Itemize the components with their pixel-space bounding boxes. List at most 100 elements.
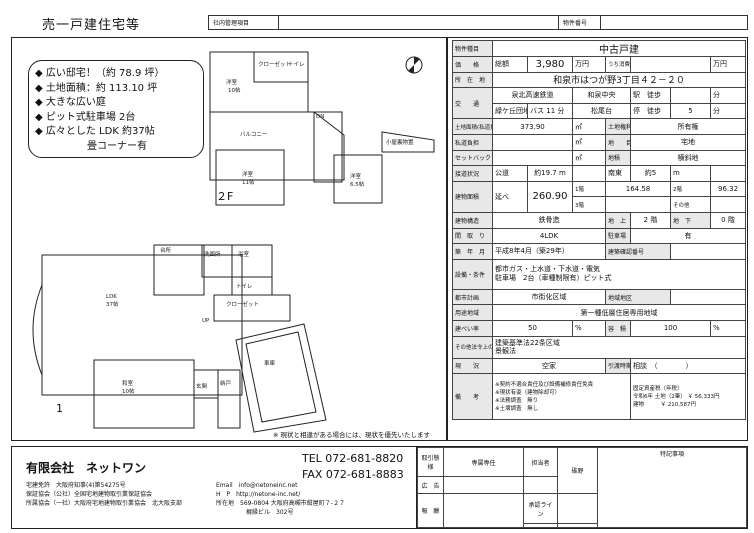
- svg-text:トイレ: トイレ: [236, 284, 253, 290]
- svg-text:11帖: 11帖: [242, 178, 255, 186]
- layout: 4LDK: [492, 227, 606, 245]
- room-bath: [231, 244, 273, 278]
- agent-label: 取引態様: [417, 446, 444, 478]
- floors-below-label: 地 下: [670, 211, 711, 229]
- city-plan-label: 都市計画: [452, 288, 493, 306]
- zoning: 第一種低層住居専用地域: [491, 304, 747, 321]
- transport2-unit: 分: [709, 102, 747, 120]
- tax-unit: 万円: [709, 56, 747, 73]
- legal: 建築基準法22条区域景観法: [491, 335, 747, 359]
- land-area-label: 土地面積(私道負担含): [452, 118, 493, 135]
- svg-text:クローゼット: クローゼット: [258, 60, 291, 68]
- built-label: 築 年 月: [452, 243, 493, 260]
- balcony: [209, 111, 345, 181]
- location-value: 和泉市はつが野3丁目４２－２０: [491, 71, 747, 89]
- property-type-label: 物件種目: [452, 40, 493, 57]
- far-label: 容 積 率: [605, 319, 631, 337]
- highlight-3: ◆ 大きな広い庭: [35, 97, 106, 108]
- floor2-label: ２F: [216, 190, 234, 203]
- svg-text:バルコニー: バルコニー: [240, 131, 267, 138]
- city-plan: 市街化区域: [492, 288, 606, 306]
- svg-text:小屋裏物置: 小屋裏物置: [386, 138, 414, 146]
- svg-text:10帖: 10帖: [122, 387, 135, 395]
- floor1-value: 164.58: [605, 180, 671, 198]
- highlights-bubble: ◆ 広い邸宅！（約 78.9 坪） ◆ 土地面積：約 113.10 坪 ◆ 大き…: [28, 60, 204, 158]
- land-area: 373.90: [492, 118, 573, 135]
- private-road-label: 私道負担: [452, 133, 493, 151]
- far-unit: %: [709, 319, 747, 337]
- transport2-bus: バス 11 分: [527, 102, 573, 120]
- coverage-unit: %: [572, 319, 606, 337]
- land-right-label: 土地権利: [605, 118, 631, 135]
- room-washroom: [201, 244, 233, 278]
- svg-text:和室: 和室: [122, 379, 134, 387]
- setback-unit: ㎡: [572, 149, 606, 167]
- structure: 鉄骨造: [492, 211, 606, 229]
- property-no-value: [601, 16, 747, 29]
- remarks-label: 備 考: [452, 373, 493, 421]
- road-dir: 南東: [605, 165, 631, 182]
- svg-text:台所: 台所: [160, 246, 172, 254]
- status: 空家: [492, 357, 606, 375]
- fax-number: FAX 072-681-8883: [302, 468, 404, 481]
- status-label: 現 況: [452, 357, 493, 375]
- remark-label: 特記事項: [597, 447, 747, 528]
- svg-text:10帖: 10帖: [228, 86, 241, 94]
- floor1-label: 1階: [572, 180, 606, 198]
- price-unit: 万円: [572, 56, 606, 73]
- room-washitsu: [93, 359, 195, 429]
- room-storage: [217, 369, 241, 429]
- price-value: 3,980: [527, 56, 573, 73]
- transport2-min: 5: [670, 102, 711, 120]
- highlight-4: ◆ ピット式駐車場 2台: [35, 111, 136, 123]
- footer-grid: 取引態様 専属専任 担当者 碓野 特記事項 広 告 報 酬 承認ライン: [416, 446, 747, 529]
- land-right: 所有権: [629, 118, 747, 135]
- svg-text:LDK: LDK: [106, 294, 117, 300]
- attic-storage: [381, 131, 435, 153]
- mgmt-value: [279, 16, 559, 29]
- land-measure: 横斜地: [629, 149, 747, 167]
- transport2-walk: 停 徒歩: [630, 102, 671, 120]
- property-no-label: 物件番号: [559, 16, 601, 29]
- highlight-2: ◆ 土地面積：約 113.10 坪: [35, 82, 158, 94]
- room-2f-western-3: [333, 154, 383, 204]
- price-prefix: 総額: [492, 56, 528, 73]
- staff-label: 担当者: [523, 446, 558, 478]
- floor-total-label: 延べ: [492, 180, 528, 213]
- transport2-stop: 松尾台: [572, 102, 631, 120]
- layout-label: 間 取 り: [452, 227, 493, 245]
- handover-label: 引渡時期: [605, 357, 631, 375]
- svg-text:6.5帖: 6.5帖: [350, 180, 365, 188]
- north-arrow-icon: [405, 56, 423, 74]
- structure-label: 建物構造: [452, 211, 493, 229]
- floor-total: 260.90: [527, 180, 573, 213]
- transport1-min: 分: [709, 87, 747, 104]
- approval-label: 承認ライン: [523, 493, 558, 524]
- page-title: 売一戸建住宅等: [42, 18, 141, 33]
- transport1-line: 泉北高速鉄道: [492, 87, 573, 104]
- center-divider: [446, 37, 448, 441]
- floor-area-label: 建物面積: [452, 180, 493, 213]
- land-area-unit: ㎡: [572, 118, 606, 135]
- handover: 相談 （ ）: [629, 357, 747, 375]
- svg-text:車庫: 車庫: [264, 359, 276, 367]
- agent-value: 専属専任: [443, 446, 524, 478]
- transport1-station: 和泉中央: [572, 87, 631, 104]
- staff-value: 碓野: [557, 446, 598, 495]
- tax-label: うち消費税: [605, 56, 631, 73]
- parking-label: 駐車場: [605, 227, 631, 245]
- road-label: 接道状況: [452, 165, 493, 182]
- svg-text:洋室: 洋室: [350, 172, 362, 180]
- district-label: 地域地区: [605, 288, 671, 306]
- floors-above: 2 階: [630, 211, 671, 229]
- svg-text:37帖: 37帖: [106, 300, 119, 308]
- svg-text:洋室: 洋室: [226, 78, 238, 86]
- svg-text:浴室: 浴室: [238, 250, 250, 258]
- svg-text:洋室: 洋室: [242, 170, 254, 178]
- ad-label: 広 告: [417, 476, 444, 495]
- land-cat: 宅地: [629, 133, 747, 151]
- svg-text:クローゼット: クローゼット: [226, 300, 259, 308]
- property-type: 中古戸建: [491, 40, 747, 57]
- company-name: 有限会社 ネットワン: [26, 461, 147, 475]
